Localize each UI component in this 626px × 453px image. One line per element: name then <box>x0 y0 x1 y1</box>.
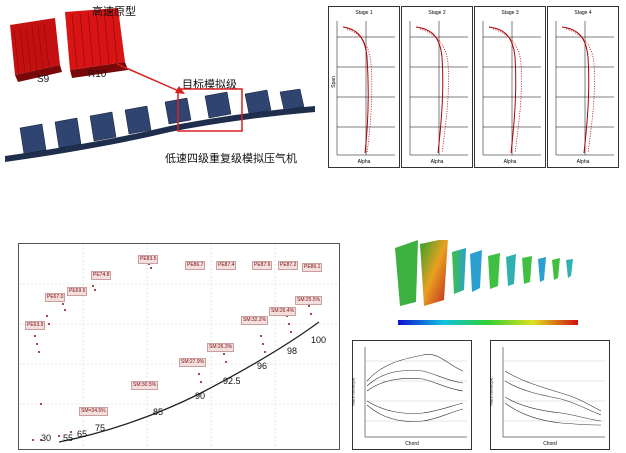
stage-panel-4: Stage 4 Alpha <box>547 6 619 168</box>
pe-tag: PE87.6 <box>252 261 273 270</box>
pe-tag: PE69.6 <box>67 287 88 296</box>
stage-panel-title: Stage 1 <box>355 10 373 16</box>
stage-panel-title: Stage 3 <box>501 10 519 16</box>
r10-label: R10 <box>88 69 107 80</box>
speed-label: 98 <box>287 346 298 356</box>
prototype-title: 高速原型 <box>92 5 136 18</box>
target-stage-label: 目标模拟级 <box>182 78 237 91</box>
speed-label: 90 <box>195 391 206 401</box>
stage-panel-xlabel: Alpha <box>430 159 444 165</box>
stage-panel-xlabel: Alpha <box>576 159 590 165</box>
sm-tag: SM:27.9% <box>179 358 207 367</box>
mach-plot-ylabel: Mach Isentropic <box>350 377 356 406</box>
stage-panel-xlabel: Alpha <box>503 159 517 165</box>
speed-label: 100 <box>311 335 327 345</box>
stage-panel-title: Stage 4 <box>574 10 592 16</box>
mach-plot-xlabel: Chord <box>405 441 419 447</box>
speed-label: 85 <box>153 407 164 417</box>
mach-plot-1: Chord Mach Isentropic <box>350 340 472 450</box>
stage-panel-2: Stage 2 Alpha <box>401 6 473 168</box>
pe-tag: PE63.9 <box>25 321 46 330</box>
low-speed-blade-row <box>5 88 315 162</box>
sm-tag: SM:26.4% <box>269 307 297 316</box>
speed-label: 92.5 <box>223 376 241 386</box>
pe-tag: PE87.4 <box>216 261 237 270</box>
sm-tag: SM:30.5% <box>131 381 159 390</box>
mach-plot-ylabel: Mach Isentropic <box>488 377 494 406</box>
compressor-map: PE63.9 PE67.0 PE69.6 PE74.8 PE83.5 PE86.… <box>18 243 340 450</box>
sm-tag: SM=34.5% <box>79 407 108 416</box>
s9-label: S9 <box>37 74 50 85</box>
low-speed-compressor-label: 低速四级重复级模拟压气机 <box>165 152 297 165</box>
sm-tag: SM:32.2% <box>241 316 269 325</box>
sm-tag: SM:25.5% <box>295 296 323 305</box>
pe-tag: PE83.5 <box>138 255 159 264</box>
pe-tag: PE67.0 <box>45 293 66 302</box>
mach-plot-xlabel: Chord <box>543 441 557 447</box>
prototype-blades-illustration <box>10 8 128 82</box>
speed-label: 55 <box>63 433 74 443</box>
stage-panel-3: Stage 3 Alpha <box>474 6 546 168</box>
speed-label: 75 <box>95 423 106 433</box>
speed-label: 96 <box>257 361 268 371</box>
pe-tag: PE86.1 <box>302 263 323 272</box>
stage-panel-xlabel: Alpha <box>357 159 371 165</box>
speed-label: 30 <box>41 433 52 443</box>
pe-tag: PE86.7 <box>185 261 206 270</box>
pe-tag: PE87.2 <box>278 261 299 270</box>
blade-contour-illustration <box>395 240 578 325</box>
stage-panel-title: Stage 2 <box>428 10 446 16</box>
sm-tag: SM:26.3% <box>207 343 235 352</box>
stage-panel-1: Stage 1 Alpha Span <box>328 6 400 168</box>
pe-tag: PE74.8 <box>91 271 112 280</box>
speed-label: 65 <box>77 429 88 439</box>
mach-plot-2: Chord Mach Isentropic <box>488 340 610 450</box>
